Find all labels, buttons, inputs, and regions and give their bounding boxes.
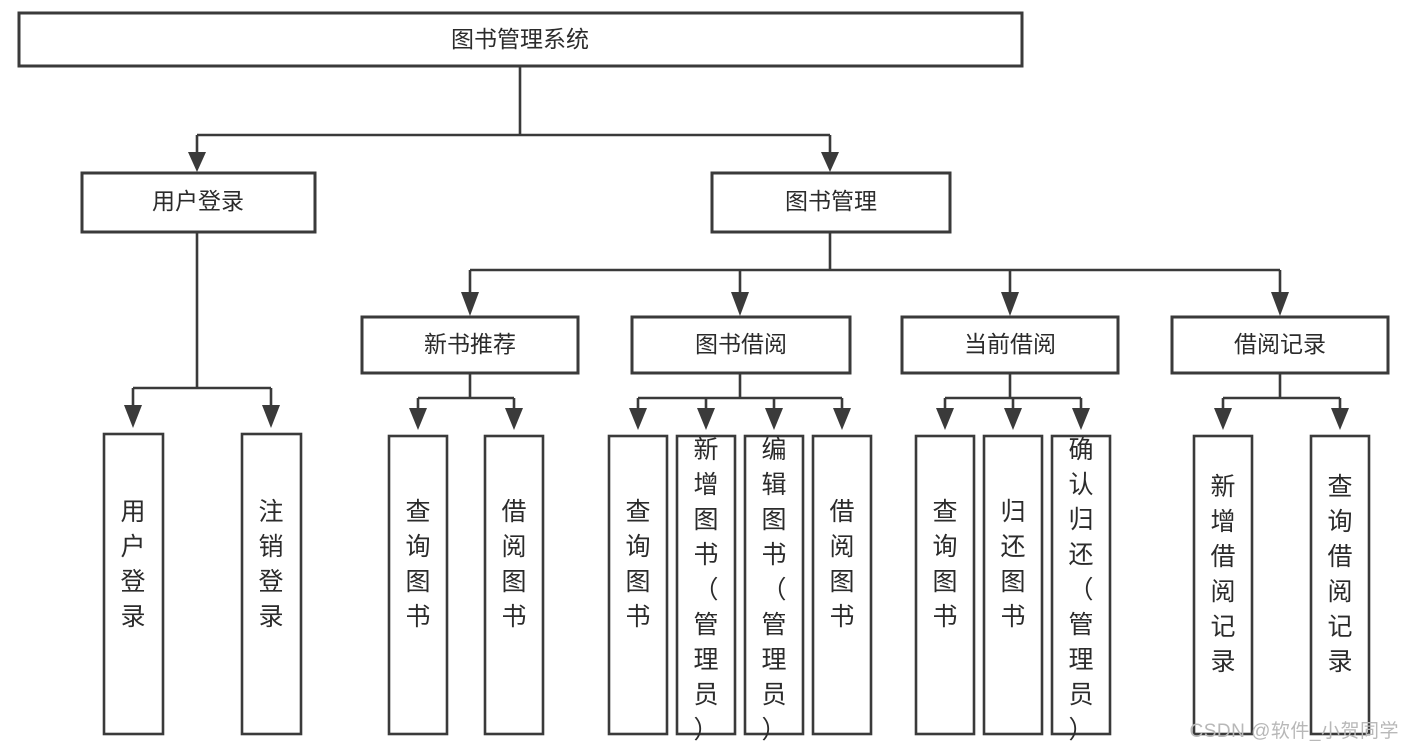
leaf-recommend-borrow-book[interactable]: 借阅图书 [483, 434, 545, 736]
arrowhead-book-borrow [731, 292, 749, 316]
node-new-book-recommend[interactable]: 新书推荐 [360, 315, 580, 375]
leaf-user-login-login[interactable]: 用户登录 [102, 432, 165, 736]
borrow-record-label: 借阅记录 [1234, 331, 1326, 357]
node-book-manage[interactable]: 图书管理 [710, 171, 952, 234]
leaf-current-return-book[interactable]: 归还图书 [982, 434, 1044, 736]
leaf-box[interactable] [1050, 434, 1112, 736]
leaf-label-vertical: 编辑图书（管理员） [761, 436, 786, 744]
new-book-recommend-label: 新书推荐 [424, 331, 516, 357]
leaf-record-query-record[interactable]: 查询借阅记录 [1309, 434, 1371, 736]
leaf-label-vertical: 新增图书（管理员） [693, 436, 718, 744]
book-borrow-box[interactable] [630, 315, 852, 375]
leaf-label-vertical: 注销登录 [258, 498, 283, 631]
leaf-label-vertical: 查询图书 [625, 498, 650, 631]
leaf-box[interactable] [607, 434, 669, 736]
arrowhead-new-book-recommend [461, 292, 479, 316]
current-borrow-box[interactable] [900, 315, 1120, 375]
leaf-borrow-add-book-admin[interactable]: 新增图书（管理员） [675, 434, 737, 744]
root-box[interactable] [17, 11, 1024, 68]
arrowhead-borrow-record [1271, 292, 1289, 316]
user-login-box[interactable] [80, 171, 317, 234]
book-manage-label: 图书管理 [785, 188, 877, 214]
leaf-record-add-record[interactable]: 新增借阅记录 [1192, 434, 1254, 736]
csdn-watermark: CSDN @软件_小贺同学 [1189, 721, 1399, 742]
root-label: 图书管理系统 [451, 26, 589, 52]
node-borrow-record[interactable]: 借阅记录 [1170, 315, 1390, 375]
new-book-recommend-box[interactable] [360, 315, 580, 375]
arrowhead-current-leaf3 [1072, 408, 1090, 430]
connector-layer [124, 67, 1349, 430]
node-root-system[interactable]: 图书管理系统 [17, 11, 1024, 68]
leaf-box[interactable] [914, 434, 976, 736]
leaf-borrow-borrow-book[interactable]: 借阅图书 [811, 434, 873, 736]
book-manage-box[interactable] [710, 171, 952, 234]
leaf-box[interactable] [811, 434, 873, 736]
node-current-borrow[interactable]: 当前借阅 [900, 315, 1120, 375]
leaf-label-vertical: 借阅图书 [501, 498, 526, 631]
leaf-label-vertical: 用户登录 [120, 498, 145, 631]
arrowhead-borrow-leaf1 [629, 408, 647, 430]
arrowhead-leaf-user-login [124, 405, 142, 428]
leaf-box[interactable] [743, 434, 805, 736]
leaf-label-vertical: 查询图书 [405, 498, 430, 631]
leaf-borrow-edit-book-admin[interactable]: 编辑图书（管理员） [743, 434, 805, 744]
leaf-box[interactable] [102, 432, 165, 736]
leaf-box[interactable] [675, 434, 737, 736]
leaf-current-query-book[interactable]: 查询图书 [914, 434, 976, 736]
book-borrow-label: 图书借阅 [695, 331, 787, 357]
arrowhead-current-leaf1 [936, 408, 954, 430]
leaf-box[interactable] [1309, 434, 1371, 736]
leaf-label-vertical: 新增借阅记录 [1210, 473, 1235, 676]
arrowhead-recommend-leaf2 [505, 408, 523, 430]
current-borrow-label: 当前借阅 [964, 331, 1056, 357]
arrowhead-current-leaf2 [1004, 408, 1022, 430]
leaf-box[interactable] [387, 434, 449, 736]
arrowhead-user-login [188, 152, 206, 172]
leaf-box[interactable] [1192, 434, 1254, 736]
node-user-login[interactable]: 用户登录 [80, 171, 317, 234]
leaf-label-vertical: 归还图书 [1000, 498, 1025, 631]
leaf-recommend-query-book[interactable]: 查询图书 [387, 434, 449, 736]
leaf-label-vertical: 借阅图书 [829, 498, 854, 631]
arrowhead-borrow-leaf3 [765, 408, 783, 430]
arrowhead-book-manage [821, 152, 839, 172]
arrowhead-borrow-leaf4 [833, 408, 851, 430]
leaf-box[interactable] [483, 434, 545, 736]
arrowhead-leaf-logout-login [262, 405, 280, 428]
arrowhead-record-leaf1 [1214, 408, 1232, 430]
leaf-box[interactable] [240, 432, 303, 736]
leaf-label-vertical: 查询借阅记录 [1327, 473, 1352, 676]
leaf-label-vertical: 确认归还（管理员） [1068, 436, 1093, 744]
arrowhead-current-borrow [1001, 292, 1019, 316]
arrowhead-record-leaf2 [1331, 408, 1349, 430]
node-book-borrow[interactable]: 图书借阅 [630, 315, 852, 375]
leaf-current-confirm-return-admin[interactable]: 确认归还（管理员） [1050, 434, 1112, 744]
borrow-record-box[interactable] [1170, 315, 1390, 375]
leaf-box[interactable] [982, 434, 1044, 736]
leaf-user-login-logout[interactable]: 注销登录 [240, 432, 303, 736]
arrowhead-borrow-leaf2 [697, 408, 715, 430]
arrowhead-recommend-leaf1 [409, 408, 427, 430]
leaf-label-vertical: 查询图书 [932, 498, 957, 631]
user-login-label: 用户登录 [152, 188, 244, 214]
leaf-borrow-query-book[interactable]: 查询图书 [607, 434, 669, 736]
